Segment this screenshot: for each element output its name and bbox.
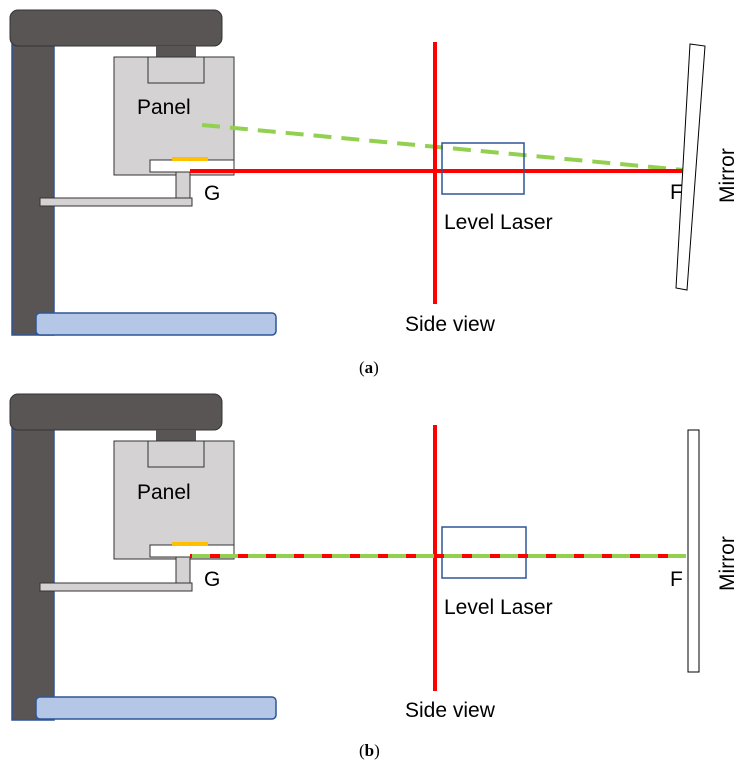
green-beam — [201, 123, 685, 172]
level-laser-label: Level Laser — [444, 211, 553, 234]
mirror-label: Mirror — [716, 148, 739, 203]
side-view-label: Side view — [405, 699, 496, 722]
level-laser-box — [441, 526, 527, 579]
level-laser-box — [441, 142, 525, 195]
point-f-label: F — [670, 568, 683, 591]
panel-cap — [147, 440, 205, 468]
panel-label: Panel — [137, 96, 191, 119]
holder-stem — [175, 171, 191, 199]
column — [11, 404, 55, 721]
mirror — [675, 43, 706, 291]
panel-a: Panel G F Level Laser Side view Mirror (… — [9, 9, 739, 377]
detector-strip — [172, 542, 208, 546]
top-arm — [9, 9, 223, 47]
base-plate — [35, 696, 277, 720]
point-g-label: G — [204, 568, 220, 591]
level-laser-label: Level Laser — [444, 596, 553, 619]
panel-connector — [156, 430, 196, 442]
caption-a: (a) — [359, 358, 379, 377]
mirror — [687, 429, 700, 673]
top-arm — [9, 393, 223, 431]
panel-cap — [147, 56, 205, 84]
side-view-label: Side view — [405, 313, 496, 336]
column — [11, 19, 55, 336]
holder-stem — [175, 556, 191, 584]
point-f-label: F — [670, 181, 683, 204]
detector-strip — [172, 157, 208, 161]
base-plate — [35, 312, 277, 336]
point-g-label: G — [204, 182, 220, 205]
holder-arm — [39, 582, 193, 592]
mirror-label: Mirror — [716, 536, 739, 591]
panel-label: Panel — [137, 481, 191, 504]
caption-b: (b) — [359, 741, 380, 760]
panel-b: Panel G F Level Laser Side view Mirror (… — [9, 393, 739, 760]
holder-arm — [39, 197, 193, 207]
panel-connector — [156, 46, 196, 58]
